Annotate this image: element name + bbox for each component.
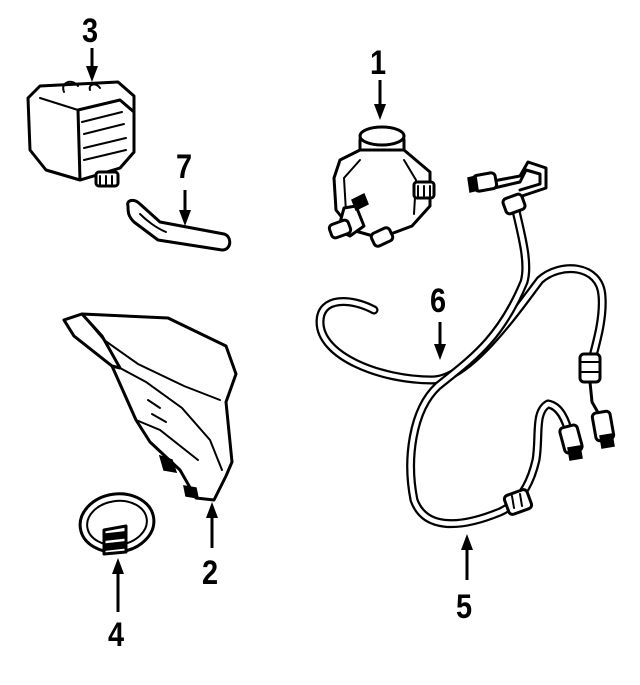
- callout-hose-short: 7: [176, 148, 193, 186]
- bracket-part: [62, 312, 238, 502]
- callout-pressure-hose: 5: [456, 588, 473, 626]
- callout-return-hose: 6: [430, 282, 447, 320]
- cap-part: [78, 492, 156, 556]
- callout-pump: 1: [370, 44, 387, 82]
- leader-lines: [86, 48, 473, 612]
- pressure-hose-part: [406, 160, 584, 529]
- pump-part: [327, 125, 436, 248]
- hose-short-part: [126, 198, 232, 252]
- callout-cap: 4: [108, 616, 125, 654]
- callout-bracket: 2: [202, 554, 219, 592]
- callout-reservoir: 3: [82, 12, 99, 50]
- reservoir-part: [26, 80, 136, 188]
